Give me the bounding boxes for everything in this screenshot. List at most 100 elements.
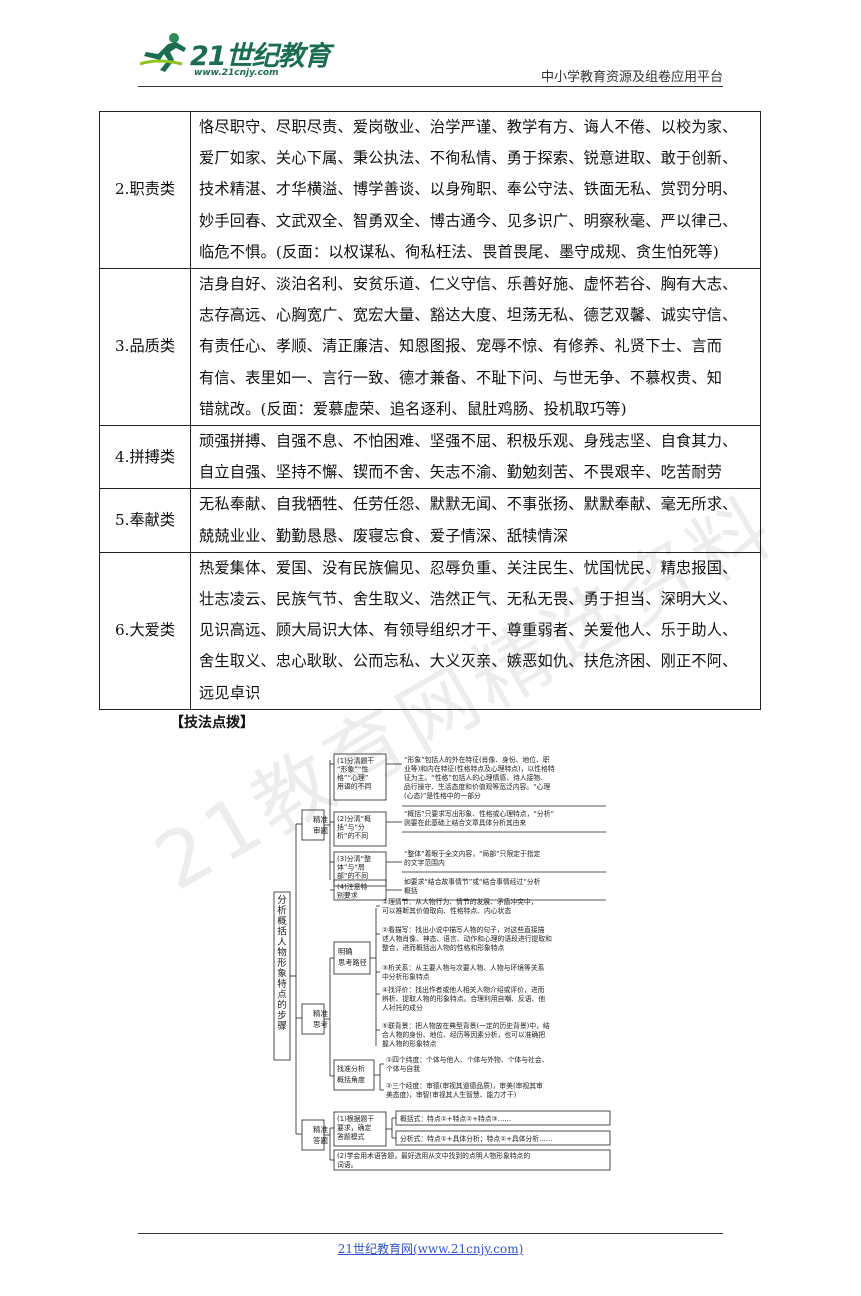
criterion-label: (1)分清题干 bbox=[337, 756, 374, 765]
category-cell: 6.大爱类 bbox=[99, 551, 191, 710]
criterion-desc: 业等)和内在特征(性格特点及心理特点)，以性格特 bbox=[404, 764, 555, 773]
criterion-label: 用语的不同 bbox=[337, 782, 372, 791]
formula-box bbox=[395, 1130, 611, 1146]
angle-item: ②三个经度：审德(审视其道德品质)，审美(审视其审 bbox=[386, 1081, 543, 1090]
formula-text: 分析式：特点①+具体分析；特点②+具体分析…… bbox=[400, 1134, 553, 1143]
criterion-label: “形象”“性 bbox=[337, 765, 368, 774]
content-line: 热爱集体、爱国、没有民族偏见、忍辱负重、关注民生、忧国忧民、精忠报国、 bbox=[199, 558, 738, 577]
formula-box bbox=[395, 1110, 611, 1126]
sub-branch-label: 找准分析 bbox=[337, 1064, 365, 1073]
path-step: 述人物肖像、神态、语言、动作和心理的语段进行提取和 bbox=[382, 934, 552, 943]
criterion-label: (2)分清“概 bbox=[337, 814, 371, 823]
criterion-desc: 的文字范围内 bbox=[404, 858, 445, 867]
criterion-desc: “整体”着眼于全文内容，“局部”只限定于指定 bbox=[404, 849, 541, 858]
criterion-label: 部”的不同 bbox=[337, 871, 368, 880]
content-line: 错就改。(反面：爱慕虚荣、追名逐利、鼠肚鸡肠、投机取巧等) bbox=[199, 399, 627, 418]
content-cell: 顽强拼搏、自强不息、不怕困难、坚强不屈、积极乐观、身残志坚、自食其力、自立自强、… bbox=[190, 425, 761, 490]
content-line: 洁身自好、淡泊名利、安贫乐道、仁义守信、乐善好施、虚怀若谷、胸有大志、 bbox=[199, 275, 738, 294]
path-step: ①理情节：从人物行为、情节的发展、矛盾冲突中， bbox=[382, 897, 538, 906]
section-title: 【技法点拨】 bbox=[170, 715, 254, 731]
content-cell: 恪尽职守、尽职尽责、爱岗敬业、治学严谨、教学有方、诲人不倦、以校为家、爱厂如家、… bbox=[190, 110, 761, 270]
table-row: 3.品质类洁身自好、淡泊名利、安贫乐道、仁义守信、乐善好施、虚怀若谷、胸有大志、… bbox=[99, 268, 761, 427]
footer-divider bbox=[138, 1233, 723, 1234]
path-step: ⑤联背景：把人物放在典型背景(一定的历史背景)中，结 bbox=[382, 1021, 550, 1030]
path-step: 整合，进而概括出人物的性格和形象特点 bbox=[382, 943, 505, 952]
criterion-desc: 则要在此基础上结合文章具体分析其由来 bbox=[404, 818, 527, 827]
path-step: 可以推断其价值取向、性格特点、内心状态 bbox=[382, 906, 511, 915]
content-cell: 热爱集体、爱国、没有民族偏见、忍辱负重、关注民生、忧国忧民、精忠报国、壮志凌云、… bbox=[190, 551, 761, 710]
page-header: 21世纪教育 www.21cnjy.com 中小学教育资源及组卷应用平台 bbox=[138, 30, 723, 86]
criterion-desc: “概括”只要求写出形象、性格或心理特点，“分析” bbox=[404, 809, 554, 818]
table-row: 6.大爱类热爱集体、爱国、没有民族偏见、忍辱负重、关注民生、忧国忧民、精忠报国、… bbox=[99, 551, 761, 710]
branch-label: 精准 bbox=[313, 1124, 328, 1134]
table-row: 4.拼搏类顽强拼搏、自强不息、不怕困难、坚强不屈、积极乐观、身残志坚、自食其力、… bbox=[99, 425, 761, 490]
path-step: 合人物的身份、地位、经历等因素分析，也可以准确把 bbox=[382, 1030, 545, 1039]
criterion-label: 析”的不同 bbox=[337, 831, 368, 840]
content-line: 有责任心、孝顺、清正廉洁、知恩图报、宠辱不惊、有修养、礼贤下士、言而 bbox=[199, 337, 723, 356]
category-cell: 4.拼搏类 bbox=[99, 425, 191, 490]
criterion-box bbox=[333, 753, 387, 801]
content-line: 妙手回春、文武双全、智勇双全、博古通今、见多识广、明察秋毫、严以律己、 bbox=[199, 211, 738, 230]
criterion-desc: 征为主。“性格”包括人的心理情感、待人接物、 bbox=[404, 773, 547, 782]
content-line: 有信、表里如一、言行一致、德才兼备、不耻下问、与世无争、不慕权贵、知 bbox=[199, 368, 723, 387]
content-line: 顽强拼搏、自强不息、不怕困难、坚强不屈、积极乐观、身残志坚、自食其力、 bbox=[199, 432, 738, 451]
term-text: 词语。 bbox=[337, 1160, 357, 1169]
content-line: 爱厂如家、关心下属、秉公执法、不徇私情、勇于探索、锐意进取、敢于创新、 bbox=[199, 149, 738, 168]
angle-item: 个体与自我 bbox=[386, 1064, 420, 1073]
criterion-label: 别要求 bbox=[337, 891, 358, 900]
branch-label: 答题 bbox=[313, 1135, 328, 1145]
category-cell: 3.品质类 bbox=[99, 268, 191, 427]
path-step: 辨析、提取人物的形象特点。合理利用自嘲、反语、他 bbox=[382, 994, 545, 1003]
category-cell: 5.奉献类 bbox=[99, 488, 191, 553]
criterion-desc: (心态)”是性格中的一部分 bbox=[404, 791, 481, 800]
content-cell: 洁身自好、淡泊名利、安贫乐道、仁义守信、乐善好施、虚怀若谷、胸有大志、志存高远、… bbox=[190, 268, 761, 427]
content-line: 壮志凌云、民族气节、舍生取义、浩然正气、无私无畏、勇于担当、深明大义、 bbox=[199, 590, 738, 609]
branch-label: 精准 bbox=[313, 814, 328, 824]
content-line: 远见卓识 bbox=[199, 683, 261, 702]
content-line: 无私奉献、自我牺牲、任劳任怨、默默无闻、不事张扬、默默奉献、毫无所求、 bbox=[199, 495, 738, 514]
logo-text: 21世纪教育 bbox=[190, 41, 331, 72]
path-step: 人衬托的成分 bbox=[382, 1003, 423, 1012]
path-step: ④找评价：找出作者或他人相关人物介绍或评价，进而 bbox=[382, 985, 545, 994]
criterion-desc: 如要求“结合故事情节”或“结合事情经过”分析 bbox=[404, 877, 541, 886]
vocabulary-table: 2.职责类恪尽职守、尽职尽责、爱岗敬业、治学严谨、教学有方、诲人不倦、以校为家、… bbox=[99, 110, 761, 710]
content-line: 舍生取义、忠心耿耿、公而忘私、大义灭亲、嫉恶如仇、扶危济困、刚正不阿、 bbox=[199, 652, 738, 671]
content-line: 志存高远、心胸宽广、宽宏大量、豁达大度、坦荡无私、德艺双馨、诚实守信、 bbox=[199, 306, 738, 325]
mindmap-diagram: 分析概括人物形象特点的步骤精准审题(1)分清题干“形象”“性格”“心理”用语的不… bbox=[273, 753, 611, 1171]
answer-mode-label: 要求，确定 bbox=[337, 1123, 372, 1132]
runner-logo-icon bbox=[139, 33, 186, 72]
path-step: 中分析形象特点 bbox=[382, 972, 430, 981]
content-line: 恪尽职守、尽职尽责、爱岗敬业、治学严谨、教学有方、诲人不倦、以校为家、 bbox=[199, 118, 738, 136]
footer-link[interactable]: 21世纪教育网(www.21cnjy.com) bbox=[337, 1242, 524, 1256]
site-logo: 21世纪教育 www.21cnjy.com bbox=[138, 30, 338, 80]
path-step: ②看描写：找出小说中描写人物的句子，对这些直接描 bbox=[382, 925, 545, 934]
formula-text: 概括式：特点①+特点②+特点③…… bbox=[400, 1114, 511, 1123]
criterion-label: 体”与“局 bbox=[337, 863, 365, 872]
platform-title: 中小学教育资源及组卷应用平台 bbox=[540, 70, 723, 85]
branch-label: 审题 bbox=[313, 825, 328, 835]
criterion-desc: 品行操守、生活态度和价值观等宽泛内容。“心理 bbox=[404, 782, 550, 791]
table-row: 2.职责类恪尽职守、尽职尽责、爱岗敬业、治学严谨、教学有方、诲人不倦、以校为家、… bbox=[99, 110, 761, 270]
root-label: 分析概括人物形象特点的步骤 bbox=[277, 895, 287, 1032]
branch-label: 思考 bbox=[313, 1020, 328, 1029]
angle-item: 美态度)，审智(审视其人生智慧、能力才干) bbox=[386, 1090, 517, 1099]
criterion-label: 括”与“分 bbox=[337, 823, 365, 832]
answer-mode-label: 答题模式 bbox=[337, 1132, 365, 1141]
branch-label: 精准 bbox=[313, 1008, 328, 1018]
content-line: 兢兢业业、勤勤恳恳、废寝忘食、爱子情深、舐犊情深 bbox=[199, 526, 569, 545]
criterion-label: 格”“心理” bbox=[337, 773, 368, 782]
criterion-label: (3)分清“整 bbox=[337, 854, 371, 863]
criterion-label: (4)注意特 bbox=[337, 882, 368, 891]
content-line: 临危不惧。(反面：以权谋私、徇私枉法、畏首畏尾、墨守成规、贪生怕死等) bbox=[199, 242, 720, 261]
angle-item: ①四个纬度：个体与他人、个体与外物、个体与社会、 bbox=[386, 1055, 548, 1064]
logo-url: www.21cnjy.com bbox=[194, 68, 279, 78]
answer-mode-label: (1)根据题干 bbox=[337, 1114, 374, 1123]
criterion-box bbox=[333, 811, 387, 847]
table-row: 5.奉献类无私奉献、自我牺牲、任劳任怨、默默无闻、不事张扬、默默奉献、毫无所求、… bbox=[99, 488, 761, 553]
term-box bbox=[333, 1149, 611, 1171]
path-step: 握人物的形象特点 bbox=[382, 1039, 437, 1048]
criterion-desc: 概括 bbox=[404, 886, 418, 895]
header-divider bbox=[138, 86, 723, 87]
content-cell: 无私奉献、自我牺牲、任劳任怨、默默无闻、不事张扬、默默奉献、毫无所求、兢兢业业、… bbox=[190, 488, 761, 553]
sub-branch-label: 概括角度 bbox=[337, 1075, 365, 1084]
